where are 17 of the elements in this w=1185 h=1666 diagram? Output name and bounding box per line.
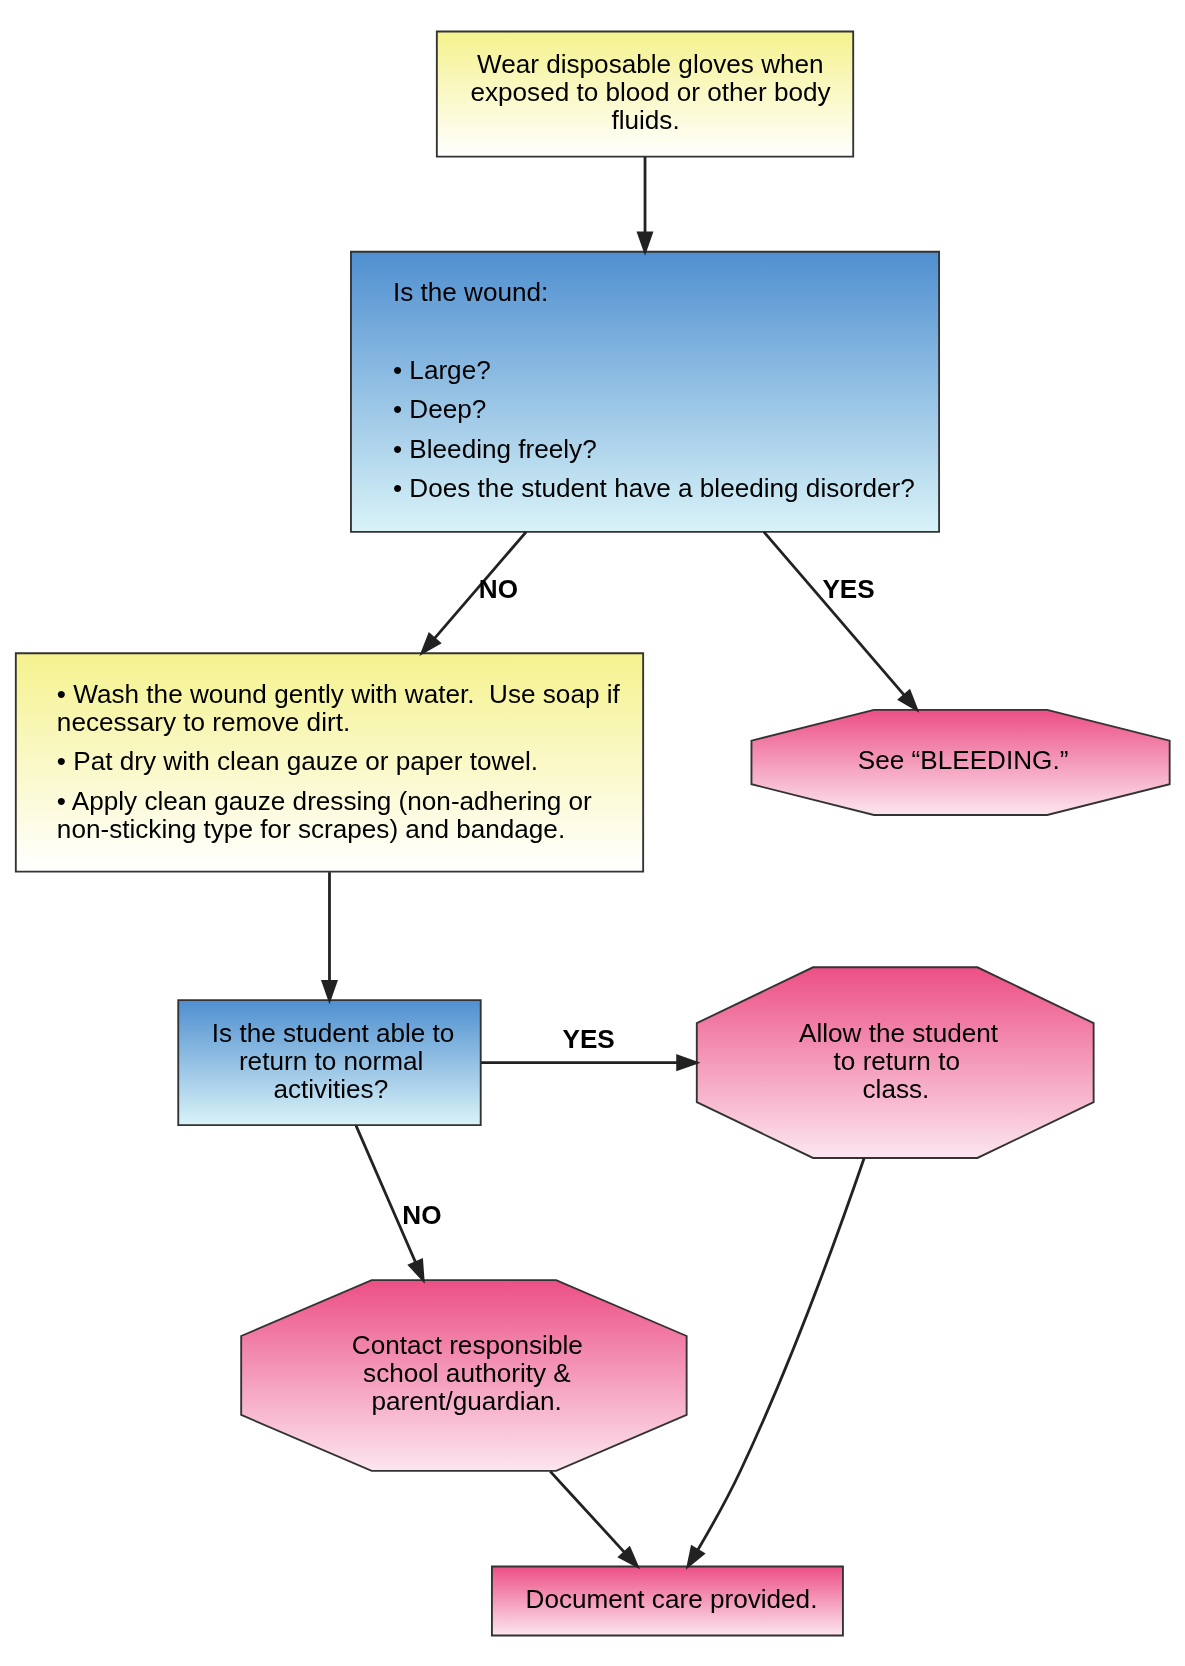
arrow [320,871,338,1004]
arrow [481,1053,701,1071]
edge-label: YES [822,573,875,604]
arrow [762,530,920,713]
node-box: • Wash the wound gently with water. Use soap if necessary to remove dirt. • Pat dry with clean gauze or paper towel. • Apply clean gauze dressing (non-adhering or non-sticking type for scrapes) and bandage. [14,651,645,873]
arrow [636,156,654,256]
arrow [685,1157,866,1570]
arrow [354,1124,425,1284]
node-box: Is the wound: • Large? • Deep? • Bleeding freely? • Does the student have a bleeding disorder? [350,250,941,533]
node-box: Wear disposable gloves when exposed to blood or other body fluids. [435,30,855,157]
arrow [419,530,528,656]
node-box: Document care provided. [491,1565,844,1636]
edge-label: NO [402,1199,442,1230]
edge-label: NO [478,573,519,604]
edge-label: YES [562,1023,615,1054]
node-box: Is the student able to return to normal activities? [177,998,482,1126]
arrow [549,1469,641,1569]
